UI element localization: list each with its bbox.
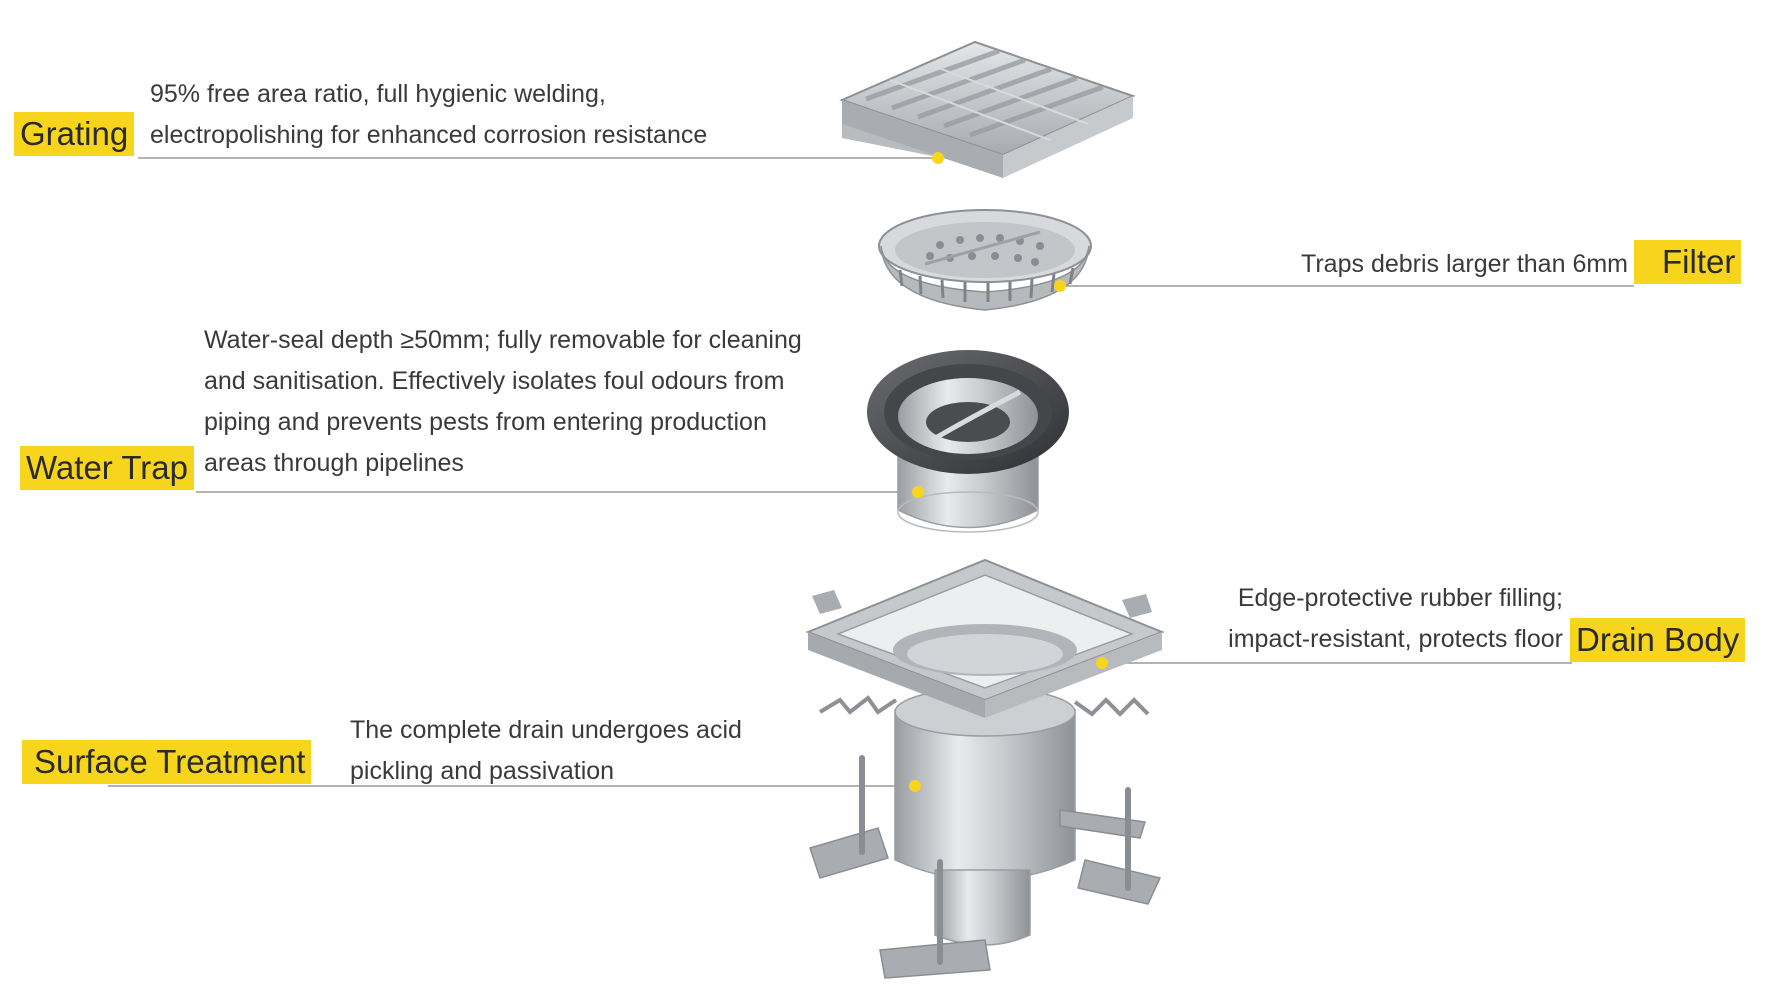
drain-body-description: Edge-protective rubber filling; impact-r… [1228,578,1563,660]
grating-description-line: electropolishing for enhanced corrosion … [150,121,708,149]
drain-body-label: Drain Body [1570,618,1746,662]
water-trap-description-line: piping and prevents pests from entering … [204,408,767,436]
anchor-dot-water-trap [912,486,924,498]
anchor-dot-surface-treatment [909,780,921,792]
water-trap-description-line: Water-seal depth ≥50mm; fully removable … [204,326,802,354]
drain-body-description-line: impact-resistant, protects floor [1228,625,1563,653]
grating-description-line: 95% free area ratio, full hygienic weldi… [150,80,606,108]
water-trap-label: Water Trap [20,446,194,490]
surface-treatment-description-line: The complete drain undergoes acid [350,716,742,744]
drain-body-part [805,558,1165,979]
filter-description: Traps debris larger than 6mm [1301,244,1628,285]
water-trap-description: Water-seal depth ≥50mm; fully removable … [204,320,802,484]
surface-treatment-description: The complete drain undergoes acid pickli… [350,710,742,792]
grating-description: 95% free area ratio, full hygienic weldi… [150,74,707,156]
anchor-dot-filter [1054,280,1066,292]
water-trap-part [867,350,1069,533]
filter-label: Filter [1634,240,1742,284]
drain-body-description-line: Edge-protective rubber filling; [1237,584,1563,612]
anchor-dots [909,152,1108,792]
grating-label: Grating [14,112,135,156]
surface-treatment-description-line: pickling and passivation [350,757,615,785]
water-trap-description-line: areas through pipelines [204,449,464,477]
filter-part [878,209,1092,311]
surface-treatment-label: Surface Treatment [22,740,312,784]
water-trap-description-line: and sanitisation. Effectively isolates f… [204,367,785,395]
anchor-dot-grating [932,152,944,164]
leader-lines [108,157,1634,787]
grating-part [839,40,1136,178]
anchor-dot-drain-body [1096,657,1108,669]
filter-description-line: Traps debris larger than 6mm [1301,250,1628,278]
